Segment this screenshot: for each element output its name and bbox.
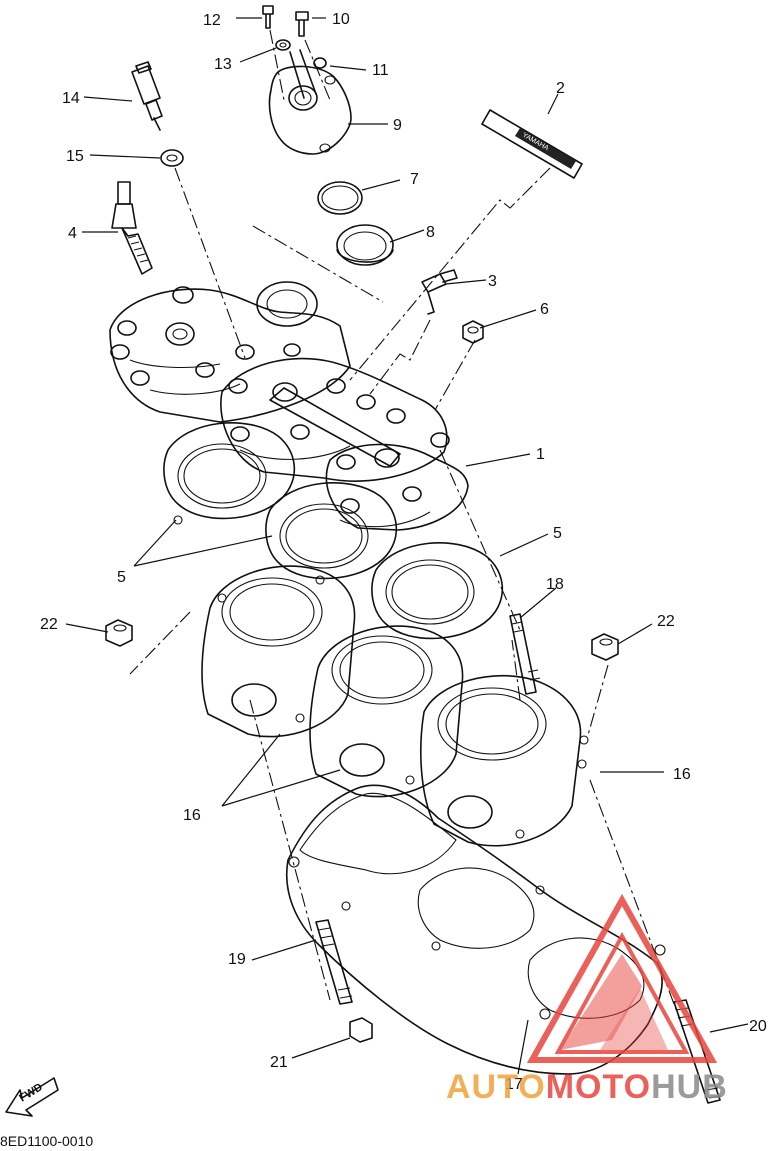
callout-16-right: 16 — [673, 766, 691, 783]
callout-13: 13 — [214, 56, 232, 73]
watermark-logo-icon — [526, 893, 718, 1063]
nut-22-left — [105, 619, 133, 647]
nut-6 — [462, 320, 484, 344]
callout-22-left: 22 — [40, 616, 58, 633]
watermark-auto: AUTO — [446, 1068, 546, 1106]
decal-2: YAMAHA — [481, 109, 583, 179]
callout-9: 9 — [393, 117, 402, 134]
washer-13 — [275, 39, 291, 51]
o-ring-7 — [317, 181, 363, 215]
callout-3: 3 — [488, 273, 497, 290]
bolt-12 — [262, 5, 274, 29]
watermark-hub: HUB — [651, 1068, 728, 1106]
callout-17: 17 — [505, 1076, 523, 1093]
nut-22-right — [591, 633, 619, 661]
callout-18: 18 — [546, 576, 564, 593]
bolt-10 — [295, 11, 309, 37]
assembly-lines — [129, 29, 681, 1021]
nut-21 — [349, 1017, 373, 1043]
callout-4: 4 — [68, 225, 77, 242]
watermark-text: AUTOMOTOHUB — [446, 1068, 728, 1106]
callout-7: 7 — [410, 171, 419, 188]
cylinder-16-middle — [309, 625, 464, 798]
callout-1: 1 — [536, 446, 545, 463]
callout-19: 19 — [228, 951, 246, 968]
cylinder-head-1 — [109, 281, 469, 531]
callout-20: 20 — [749, 1018, 767, 1035]
drawing-code: 8ED1100-0010 — [0, 1133, 93, 1149]
callout-16-left: 16 — [183, 807, 201, 824]
seal-8 — [336, 224, 394, 266]
callout-22-right: 22 — [657, 613, 675, 630]
callout-5-left: 5 — [117, 569, 126, 586]
callout-14: 14 — [62, 90, 80, 107]
callout-21: 21 — [270, 1054, 288, 1071]
callout-15: 15 — [66, 148, 84, 165]
thermostat-cover-9 — [268, 49, 352, 155]
cylinder-16-rear — [201, 565, 356, 738]
callout-numbers: 12 10 13 11 9 2 14 15 7 4 8 3 6 1 5 5 18… — [40, 11, 767, 1093]
washer-11 — [313, 57, 327, 69]
stud-18 — [509, 613, 541, 695]
callout-10: 10 — [332, 11, 350, 28]
base-gasket-17 — [286, 784, 666, 1075]
cylinder-16-front — [420, 674, 589, 847]
washer-15 — [160, 149, 184, 167]
sensor-14 — [131, 61, 163, 131]
callout-12: 12 — [203, 12, 221, 29]
spark-plug-4 — [111, 181, 153, 275]
head-gasket-5-front — [371, 541, 504, 640]
callout-11: 11 — [372, 62, 389, 79]
callout-8: 8 — [426, 224, 435, 241]
callout-2: 2 — [556, 80, 565, 97]
leader-lines — [65, 17, 749, 1075]
fwd-arrow-icon: FWD — [5, 1077, 59, 1117]
head-gasket-5-middle — [265, 481, 398, 580]
watermark-moto: MOTO — [546, 1068, 651, 1106]
watermark: AUTOMOTOHUB — [446, 893, 728, 1106]
callout-6: 6 — [540, 301, 549, 318]
fitting-3 — [421, 269, 458, 315]
stud-19 — [315, 919, 353, 1005]
callout-5-right: 5 — [553, 525, 562, 542]
